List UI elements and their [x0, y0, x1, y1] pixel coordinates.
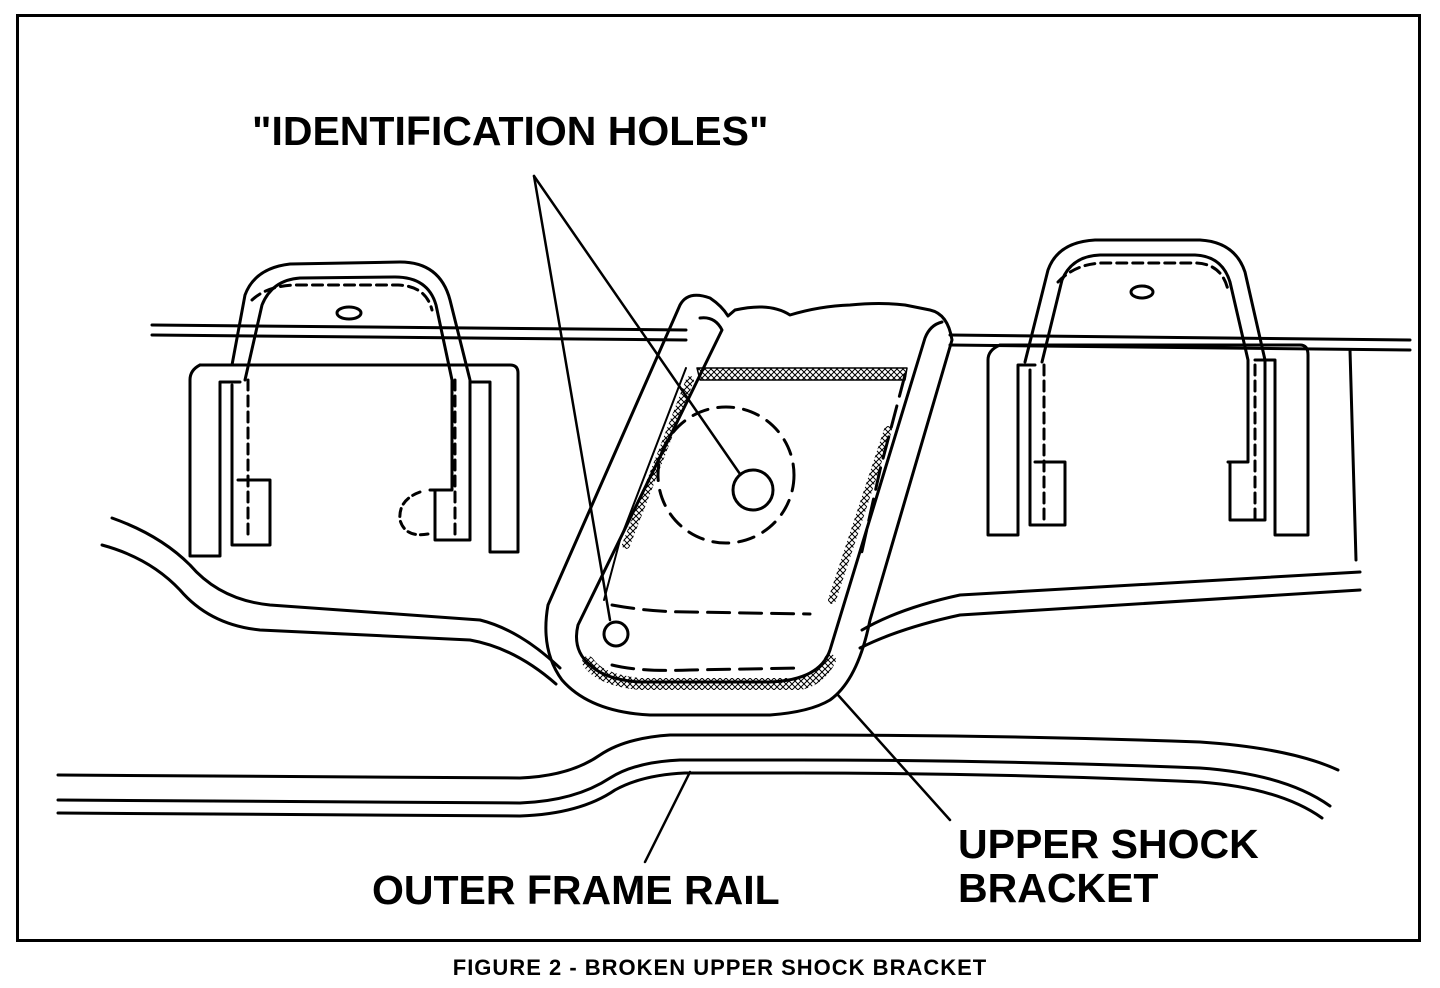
- identification-holes-label: "IDENTIFICATION HOLES": [252, 108, 768, 154]
- figure-caption: FIGURE 2 - BROKEN UPPER SHOCK BRACKET: [452, 955, 988, 980]
- upper-shock-bracket: [544, 293, 954, 717]
- frame-rail-top: [150, 323, 1412, 562]
- outer-frame-rail: [56, 733, 1340, 820]
- upper-shock-bracket-leader: [836, 693, 952, 822]
- id-hole-leader-lower: [532, 174, 612, 622]
- right-clip-bracket: [986, 238, 1310, 537]
- left-clip-bracket: [188, 260, 520, 558]
- upper-shock-bracket-label-line2: BRACKET: [958, 865, 1158, 911]
- upper-shock-bracket-label-line1: UPPER SHOCK: [958, 821, 1259, 867]
- frame-contours: [100, 516, 1362, 686]
- leader-lines: [532, 174, 952, 864]
- figure-frame: [16, 14, 1421, 942]
- id-hole-leader-upper: [532, 174, 742, 476]
- outer-frame-rail-leader: [643, 770, 692, 864]
- outer-frame-rail-label: OUTER FRAME RAIL: [372, 867, 780, 913]
